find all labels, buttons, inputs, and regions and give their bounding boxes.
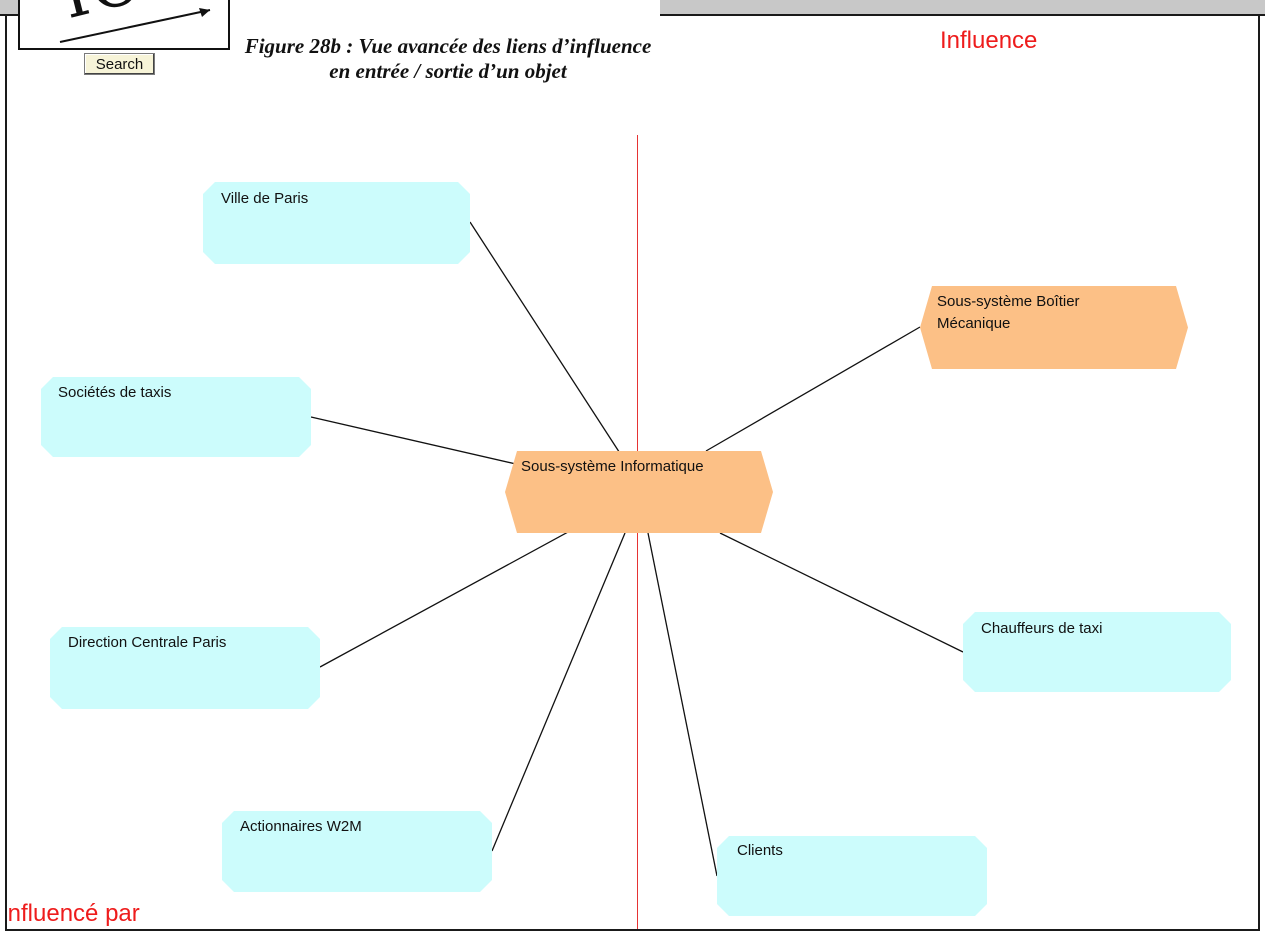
frame-border-left — [5, 14, 7, 931]
link-boitier-to-informatique — [705, 326, 921, 452]
node-chauffeurs-de-taxi[interactable]: Chauffeurs de taxi — [963, 612, 1231, 692]
node-direction-centrale-paris[interactable]: Direction Centrale Paris — [50, 627, 320, 709]
node-label: Actionnaires W2M — [240, 818, 362, 835]
frame-border-bottom — [5, 929, 1260, 931]
node-societes-de-taxis[interactable]: Sociétés de taxis — [41, 377, 311, 457]
node-sous-systeme-informatique[interactable]: Sous-système Informatique — [505, 451, 773, 533]
node-label: Sociétés de taxis — [58, 384, 172, 401]
node-label: Direction Centrale Paris — [68, 634, 227, 651]
node-clients[interactable]: Clients — [717, 836, 987, 916]
node-ville-de-paris[interactable]: Ville de Paris — [203, 182, 470, 264]
node-label: Ville de Paris — [221, 190, 309, 207]
node-sous-systeme-boitier-mecanique[interactable]: Sous-système Boîtier Mécanique — [920, 286, 1188, 369]
node-label: Clients — [737, 842, 783, 859]
link-ville-to-informatique — [469, 221, 626, 462]
node-actionnaires-w2m[interactable]: Actionnaires W2M — [222, 811, 492, 892]
influenced-by-text: Influencé par — [8, 900, 140, 927]
logo: ICA — [18, 0, 230, 50]
frame-border-right — [1258, 14, 1260, 931]
influenced-by-zone-label: Influencé par — [8, 900, 208, 929]
logo-arrow-icon — [59, 8, 211, 43]
search-button[interactable]: Search — [84, 53, 155, 75]
node-label: Sous-système Boîtier Mécanique — [937, 293, 1080, 332]
link-chauffeurs-to-informatique — [719, 532, 964, 653]
node-label: Chauffeurs de taxi — [981, 620, 1103, 637]
influence-zone-label: Influence — [940, 27, 1038, 54]
node-label: Sous-système Informatique — [521, 458, 704, 475]
figure-caption: Figure 28b : Vue avancée des liens d’inf… — [244, 34, 652, 83]
caption-panel — [226, 0, 660, 128]
link-clients-to-informatique — [647, 532, 718, 877]
link-actionnaires-to-informatique — [491, 532, 626, 852]
